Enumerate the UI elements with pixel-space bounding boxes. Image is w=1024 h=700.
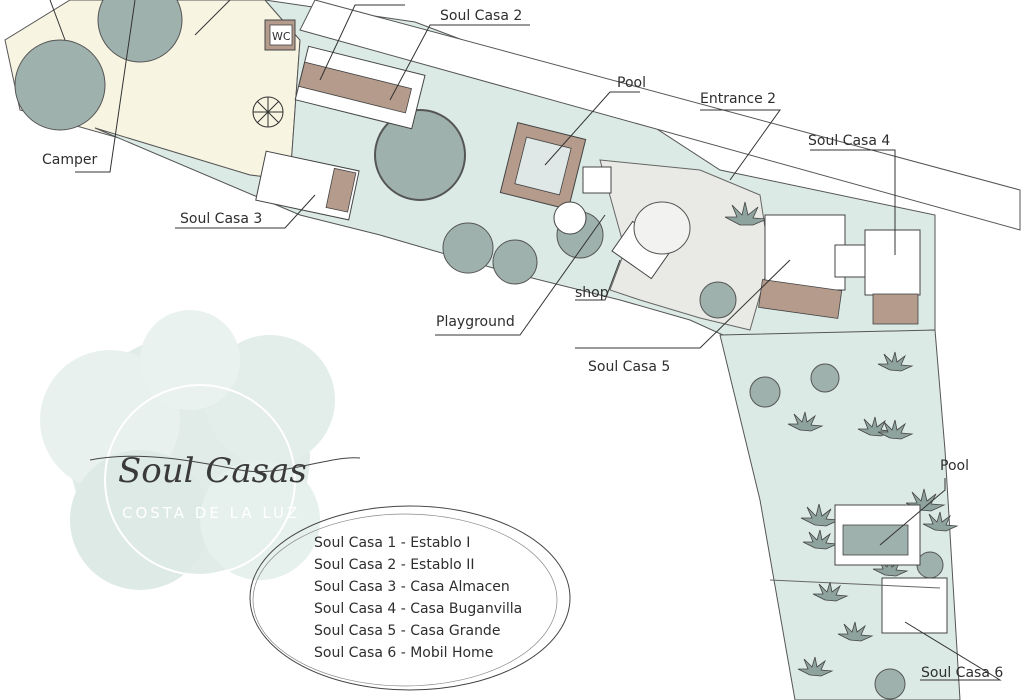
building-casa-2 <box>294 45 426 130</box>
building-casa-4 <box>864 229 921 325</box>
logo-subtitle: COSTA DE LA LUZ <box>122 504 300 522</box>
label-shop: shop <box>575 285 609 301</box>
paved-round <box>633 201 691 255</box>
pool-bottom <box>834 504 921 566</box>
label-camper: Camper <box>42 152 97 168</box>
building-casa-5 <box>758 214 866 319</box>
label-soul-casa-6: Soul Casa 6 <box>921 665 1003 681</box>
legend-ellipse-inner <box>252 513 558 687</box>
label-pool-bottom: Pool <box>940 458 969 474</box>
label-soul-casa-2: Soul Casa 2 <box>440 8 522 24</box>
label-pool-top: Pool <box>617 75 646 91</box>
label-soul-casa-5: Soul Casa 5 <box>588 359 670 375</box>
playground-area <box>553 201 587 235</box>
legend-item: Soul Casa 2 - Establo II <box>314 557 474 573</box>
label-soul-casa-3: Soul Casa 3 <box>180 211 262 227</box>
legend-ellipse <box>249 505 571 691</box>
building-casa-3 <box>255 150 360 221</box>
small-square-building <box>582 166 612 194</box>
building-casa-6 <box>881 577 948 634</box>
label-entrance-2: Entrance 2 <box>700 91 776 107</box>
legend-item: Soul Casa 1 - Establo I <box>314 535 470 551</box>
fence-line <box>769 579 941 589</box>
building-wc <box>264 19 296 51</box>
umbrella-icon <box>252 96 284 128</box>
legend-item: Soul Casa 4 - Casa Buganvilla <box>314 601 522 617</box>
logo-badge <box>104 384 296 576</box>
road <box>299 0 1021 231</box>
palm-icon <box>724 201 959 677</box>
leader-lines <box>49 0 1002 681</box>
legend-item: Soul Casa 3 - Casa Almacen <box>314 579 510 595</box>
logo-flourish <box>89 455 361 473</box>
label-playground: Playground <box>436 314 515 330</box>
label-wc: WC <box>272 30 291 43</box>
label-soul-casa-4: Soul Casa 4 <box>808 133 890 149</box>
legend-item: Soul Casa 6 - Mobil Home <box>314 645 493 661</box>
legend: Soul Casa 1 - Establo I Soul Casa 2 - Es… <box>314 535 522 661</box>
legend-item: Soul Casa 5 - Casa Grande <box>314 623 500 639</box>
